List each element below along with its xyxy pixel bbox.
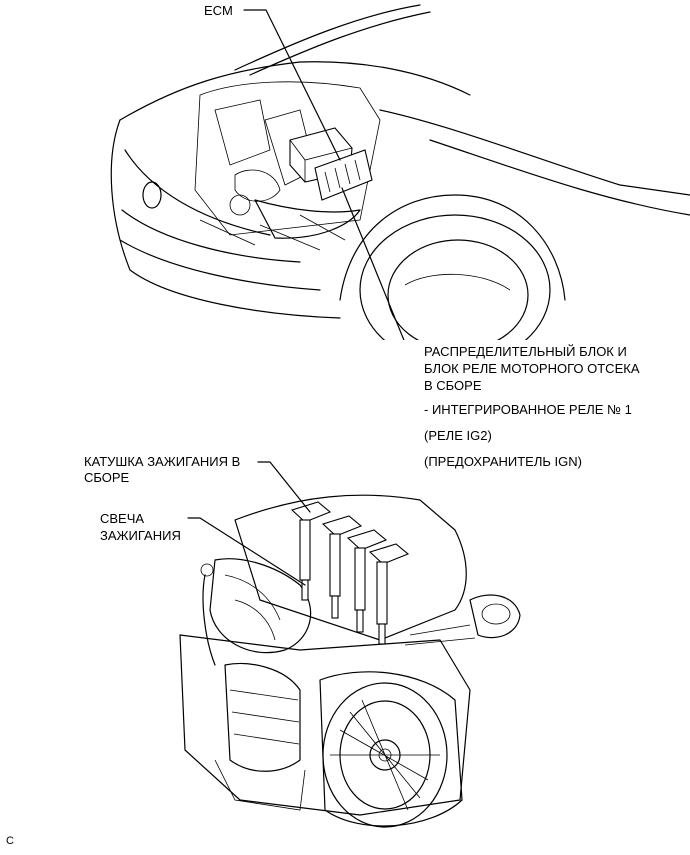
corner-mark: C bbox=[6, 835, 14, 847]
ignition-coil-4 bbox=[368, 543, 410, 645]
intake-manifold bbox=[209, 558, 312, 654]
emblem bbox=[142, 181, 162, 209]
wheel-arch bbox=[339, 194, 566, 301]
ecm-ribs bbox=[324, 159, 361, 193]
fuse-ign-label: (ПРЕДОХРАНИТЕЛЬ IGN) bbox=[424, 454, 582, 469]
junction-block-label-line2: БЛОК РЕЛЕ МОТОРНОГО ОТСЕКА bbox=[424, 361, 640, 376]
engine-pulley bbox=[229, 194, 251, 216]
tire-outer bbox=[359, 214, 551, 340]
ecm-leader-line bbox=[243, 9, 341, 161]
flywheel-inner bbox=[339, 700, 431, 810]
exhaust-manifold bbox=[224, 662, 301, 772]
hood-rear bbox=[299, 61, 471, 96]
lower-intake bbox=[119, 239, 321, 291]
engine-block bbox=[179, 634, 471, 816]
oil-pan bbox=[214, 759, 306, 811]
hood-edge bbox=[119, 61, 301, 121]
head-cover bbox=[234, 494, 467, 641]
spark-plug-label-line2: ЗАЖИГАНИЯ bbox=[100, 528, 181, 543]
windshield-edge bbox=[234, 4, 421, 71]
flywheel-teeth bbox=[330, 699, 440, 811]
junction-block-label-line3: В СБОРЕ bbox=[424, 378, 482, 393]
fender-top bbox=[379, 109, 690, 196]
engine-bracket bbox=[199, 214, 346, 251]
spark-plug-label-line1: СВЕЧА bbox=[100, 511, 145, 526]
bumper-outline bbox=[110, 119, 341, 319]
ignition-coil-2 bbox=[321, 515, 363, 619]
hose bbox=[404, 624, 476, 646]
engine-part-a bbox=[214, 99, 271, 166]
grille-lower bbox=[121, 209, 301, 263]
rim-spoke bbox=[404, 273, 511, 291]
engine-bay-outline bbox=[194, 81, 381, 236]
ignition-coil-1 bbox=[290, 501, 332, 601]
grille-upper bbox=[124, 149, 271, 236]
junction-block-label-line1: РАСПРЕДЕЛИТЕЛЬНЫЙ БЛОК И bbox=[424, 344, 627, 359]
headlight bbox=[254, 199, 361, 239]
spark-plug-leader-line bbox=[187, 517, 306, 586]
flywheel-hub bbox=[369, 739, 401, 771]
exhaust-ribs bbox=[229, 689, 300, 745]
tire-inner bbox=[387, 239, 529, 340]
integrated-relay-label: - ИНТЕГРИРОВАННОЕ РЕЛЕ № 1 bbox=[424, 402, 632, 417]
junction-block-leader-line bbox=[341, 187, 405, 340]
intake-runners bbox=[224, 574, 281, 641]
flywheel-hub-center bbox=[378, 748, 392, 762]
dipstick-ring bbox=[200, 563, 214, 577]
relay-ig2-label: (РЕЛЕ IG2) bbox=[424, 428, 492, 443]
flywheel-outer bbox=[322, 682, 448, 828]
dipstick bbox=[202, 574, 216, 666]
car-front-illustration bbox=[110, 4, 690, 340]
ignition-coil-label-line1: КАТУШКА ЗАЖИГАНИЯ В bbox=[84, 454, 241, 469]
throttle-bore bbox=[481, 603, 511, 625]
ignition-coil-3 bbox=[346, 529, 388, 633]
ignition-coil-label-line2: СБОРЕ bbox=[84, 470, 130, 485]
throttle-body bbox=[469, 594, 521, 639]
body-side bbox=[429, 139, 690, 216]
ignition-coil-leader-line bbox=[257, 461, 311, 513]
engine-part-b bbox=[234, 169, 281, 202]
bell-housing bbox=[319, 671, 463, 827]
ecm-label: ECM bbox=[204, 3, 233, 18]
